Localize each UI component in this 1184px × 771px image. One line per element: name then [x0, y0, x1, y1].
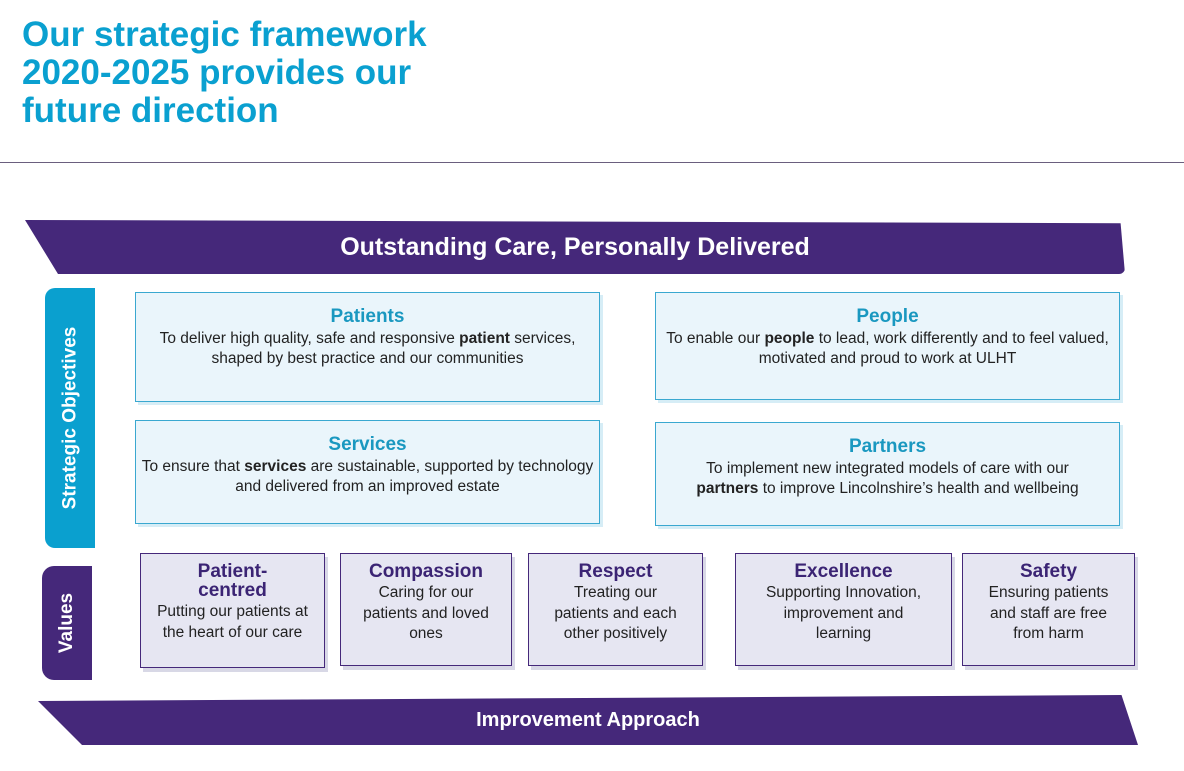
- value-safety: Safety Ensuring patients and staff are f…: [962, 553, 1135, 666]
- divider: [0, 162, 1184, 163]
- objective-people: People To enable our people to lead, wor…: [655, 292, 1120, 400]
- value-compassion: Compassion Caring for our patients and l…: [340, 553, 512, 666]
- page-title: Our strategic framework 2020-2025 provid…: [22, 15, 427, 130]
- strategic-objectives-tab: Strategic Objectives: [45, 288, 95, 548]
- value-patient-centred: Patient-centred Putting our patients at …: [140, 553, 325, 668]
- improvement-approach-banner: Improvement Approach: [38, 695, 1138, 745]
- value-respect: Respect Treating our patients and each o…: [528, 553, 703, 666]
- values-tab: Values: [42, 566, 92, 680]
- objective-services: Services To ensure that services are sus…: [135, 420, 600, 524]
- vision-banner: Outstanding Care, Personally Delivered: [25, 220, 1125, 274]
- objective-patients: Patients To deliver high quality, safe a…: [135, 292, 600, 402]
- value-excellence: Excellence Supporting Innovation, improv…: [735, 553, 952, 666]
- objective-partners: Partners To implement new integrated mod…: [655, 422, 1120, 526]
